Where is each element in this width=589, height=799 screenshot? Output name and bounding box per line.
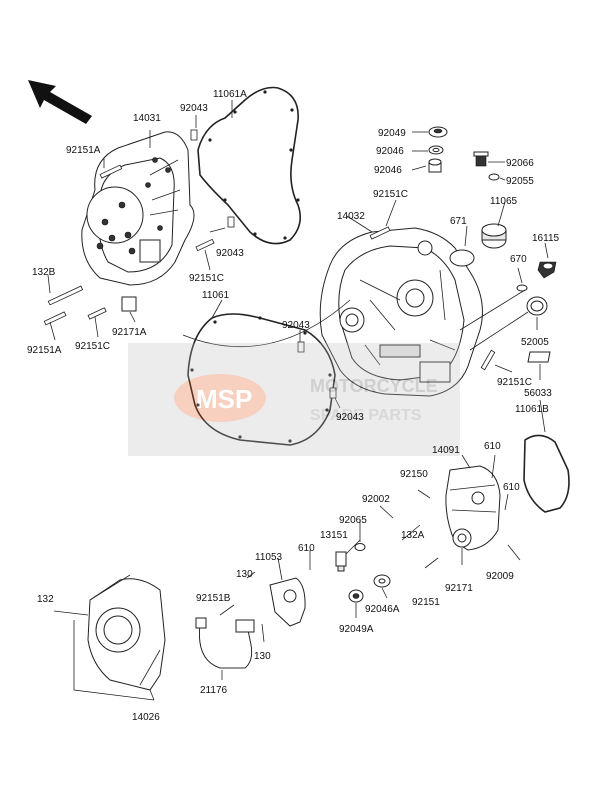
label-92151c-mid[interactable]: 92151C bbox=[189, 273, 224, 284]
cover-11053[interactable] bbox=[269, 577, 306, 627]
switch-13151[interactable] bbox=[335, 551, 347, 572]
label-671[interactable]: 671 bbox=[450, 216, 467, 227]
label-92171[interactable]: 92171 bbox=[445, 583, 473, 594]
label-16115[interactable]: 16115 bbox=[532, 233, 560, 244]
plug-92066[interactable] bbox=[473, 151, 489, 167]
o-ring-92055[interactable] bbox=[488, 173, 500, 181]
label-92043-c[interactable]: 92043 bbox=[282, 320, 310, 331]
oil-seal-52005[interactable] bbox=[526, 296, 548, 316]
label-11065[interactable]: 11065 bbox=[490, 196, 518, 207]
label-11061[interactable]: 11061 bbox=[202, 290, 230, 301]
label-56033[interactable]: 56033 bbox=[524, 388, 552, 399]
label-132b[interactable]: 132B bbox=[32, 267, 56, 278]
label-92151c-right[interactable]: 92151C bbox=[497, 377, 532, 388]
gasket-11061a bbox=[197, 86, 301, 245]
watermark-line1: MOTORCYCLE bbox=[310, 376, 438, 396]
front-direction-arrow-icon bbox=[28, 80, 92, 124]
gasket-11061a-holes bbox=[208, 90, 300, 240]
label-92046-b[interactable]: 92046 bbox=[374, 165, 402, 176]
label-92055[interactable]: 92055 bbox=[506, 176, 534, 187]
label-11061a[interactable]: 11061A bbox=[213, 89, 247, 100]
watermark-line2: SPARE PARTS bbox=[310, 407, 422, 424]
o-ring-92065[interactable] bbox=[354, 543, 366, 551]
label-92150[interactable]: 92150 bbox=[400, 469, 428, 480]
bolts bbox=[43, 129, 496, 399]
cover-14091[interactable] bbox=[445, 465, 501, 551]
gasket-11061b bbox=[523, 434, 570, 513]
label-92065[interactable]: 92065 bbox=[339, 515, 367, 526]
label-92046a[interactable]: 92046A bbox=[365, 604, 400, 615]
label-92049[interactable]: 92049 bbox=[378, 128, 406, 139]
dowel-92171a[interactable] bbox=[121, 296, 137, 312]
label-11053[interactable]: 11053 bbox=[255, 552, 283, 563]
label-92151[interactable]: 92151 bbox=[412, 597, 440, 608]
oil-seal-92049a[interactable] bbox=[348, 589, 364, 603]
label-52005[interactable]: 52005 bbox=[521, 337, 549, 348]
leader-lines bbox=[47, 100, 549, 701]
label-92043-b[interactable]: 92043 bbox=[216, 248, 244, 259]
label-11061b[interactable]: 11061B bbox=[515, 404, 549, 415]
label-132a[interactable]: 132A bbox=[401, 530, 425, 541]
label-92151b[interactable]: 92151B bbox=[196, 593, 231, 604]
label-130-b[interactable]: 130 bbox=[254, 651, 271, 662]
label-92066[interactable]: 92066 bbox=[506, 158, 534, 169]
label-92043-d[interactable]: 92043 bbox=[336, 412, 364, 423]
label-14032[interactable]: 14032 bbox=[337, 211, 365, 222]
label-14026[interactable]: 14026 bbox=[132, 712, 160, 723]
label-610-a[interactable]: 610 bbox=[484, 441, 501, 452]
label-92151c-top[interactable]: 92151C bbox=[373, 189, 408, 200]
bearing-92046a[interactable] bbox=[373, 574, 391, 588]
label-132[interactable]: 132 bbox=[37, 594, 54, 605]
bearing-92046-lower[interactable] bbox=[428, 158, 442, 173]
label-92171a[interactable]: 92171A bbox=[112, 327, 147, 338]
label-92151a-bot[interactable]: 92151A bbox=[27, 345, 62, 356]
cap-11065[interactable] bbox=[481, 223, 507, 249]
label-92049a[interactable]: 92049A bbox=[339, 624, 374, 635]
label-670[interactable]: 670 bbox=[510, 254, 527, 265]
label-610-b[interactable]: 610 bbox=[503, 482, 520, 493]
clutch-cover[interactable] bbox=[319, 227, 483, 397]
o-ring-671[interactable] bbox=[449, 249, 475, 267]
label-130-a[interactable]: 130 bbox=[236, 569, 253, 580]
oil-seal-92049[interactable] bbox=[428, 126, 448, 138]
label-14031[interactable]: 14031 bbox=[133, 113, 161, 124]
label-92043-a[interactable]: 92043 bbox=[180, 103, 208, 114]
watermark: MSP MOTORCYCLE SPARE PARTS bbox=[128, 343, 460, 456]
part-labels: 14031 92043 11061A 92151A 92049 92046 92… bbox=[27, 89, 560, 723]
label-13151[interactable]: 13151 bbox=[320, 530, 348, 541]
label-92002[interactable]: 92002 bbox=[362, 494, 390, 505]
label-92046-a[interactable]: 92046 bbox=[376, 146, 404, 157]
label-14091[interactable]: 14091 bbox=[432, 445, 460, 456]
watermark-logo: MSP bbox=[196, 384, 252, 414]
bearing-92046-upper[interactable] bbox=[428, 145, 444, 155]
gasket-11061-holes bbox=[190, 316, 332, 443]
label-56033[interactable] bbox=[527, 351, 551, 363]
label-92151a-top[interactable]: 92151A bbox=[66, 145, 101, 156]
oil-level-gauge-16115[interactable] bbox=[537, 261, 557, 279]
label-610-c[interactable]: 610 bbox=[298, 543, 315, 554]
label-92151c-bot[interactable]: 92151C bbox=[75, 341, 110, 352]
label-21176[interactable]: 21176 bbox=[200, 685, 228, 696]
sprocket-cover[interactable] bbox=[87, 574, 166, 691]
hose-21176[interactable] bbox=[195, 617, 255, 669]
label-92009[interactable]: 92009 bbox=[486, 571, 514, 582]
o-ring-670[interactable] bbox=[516, 284, 528, 292]
